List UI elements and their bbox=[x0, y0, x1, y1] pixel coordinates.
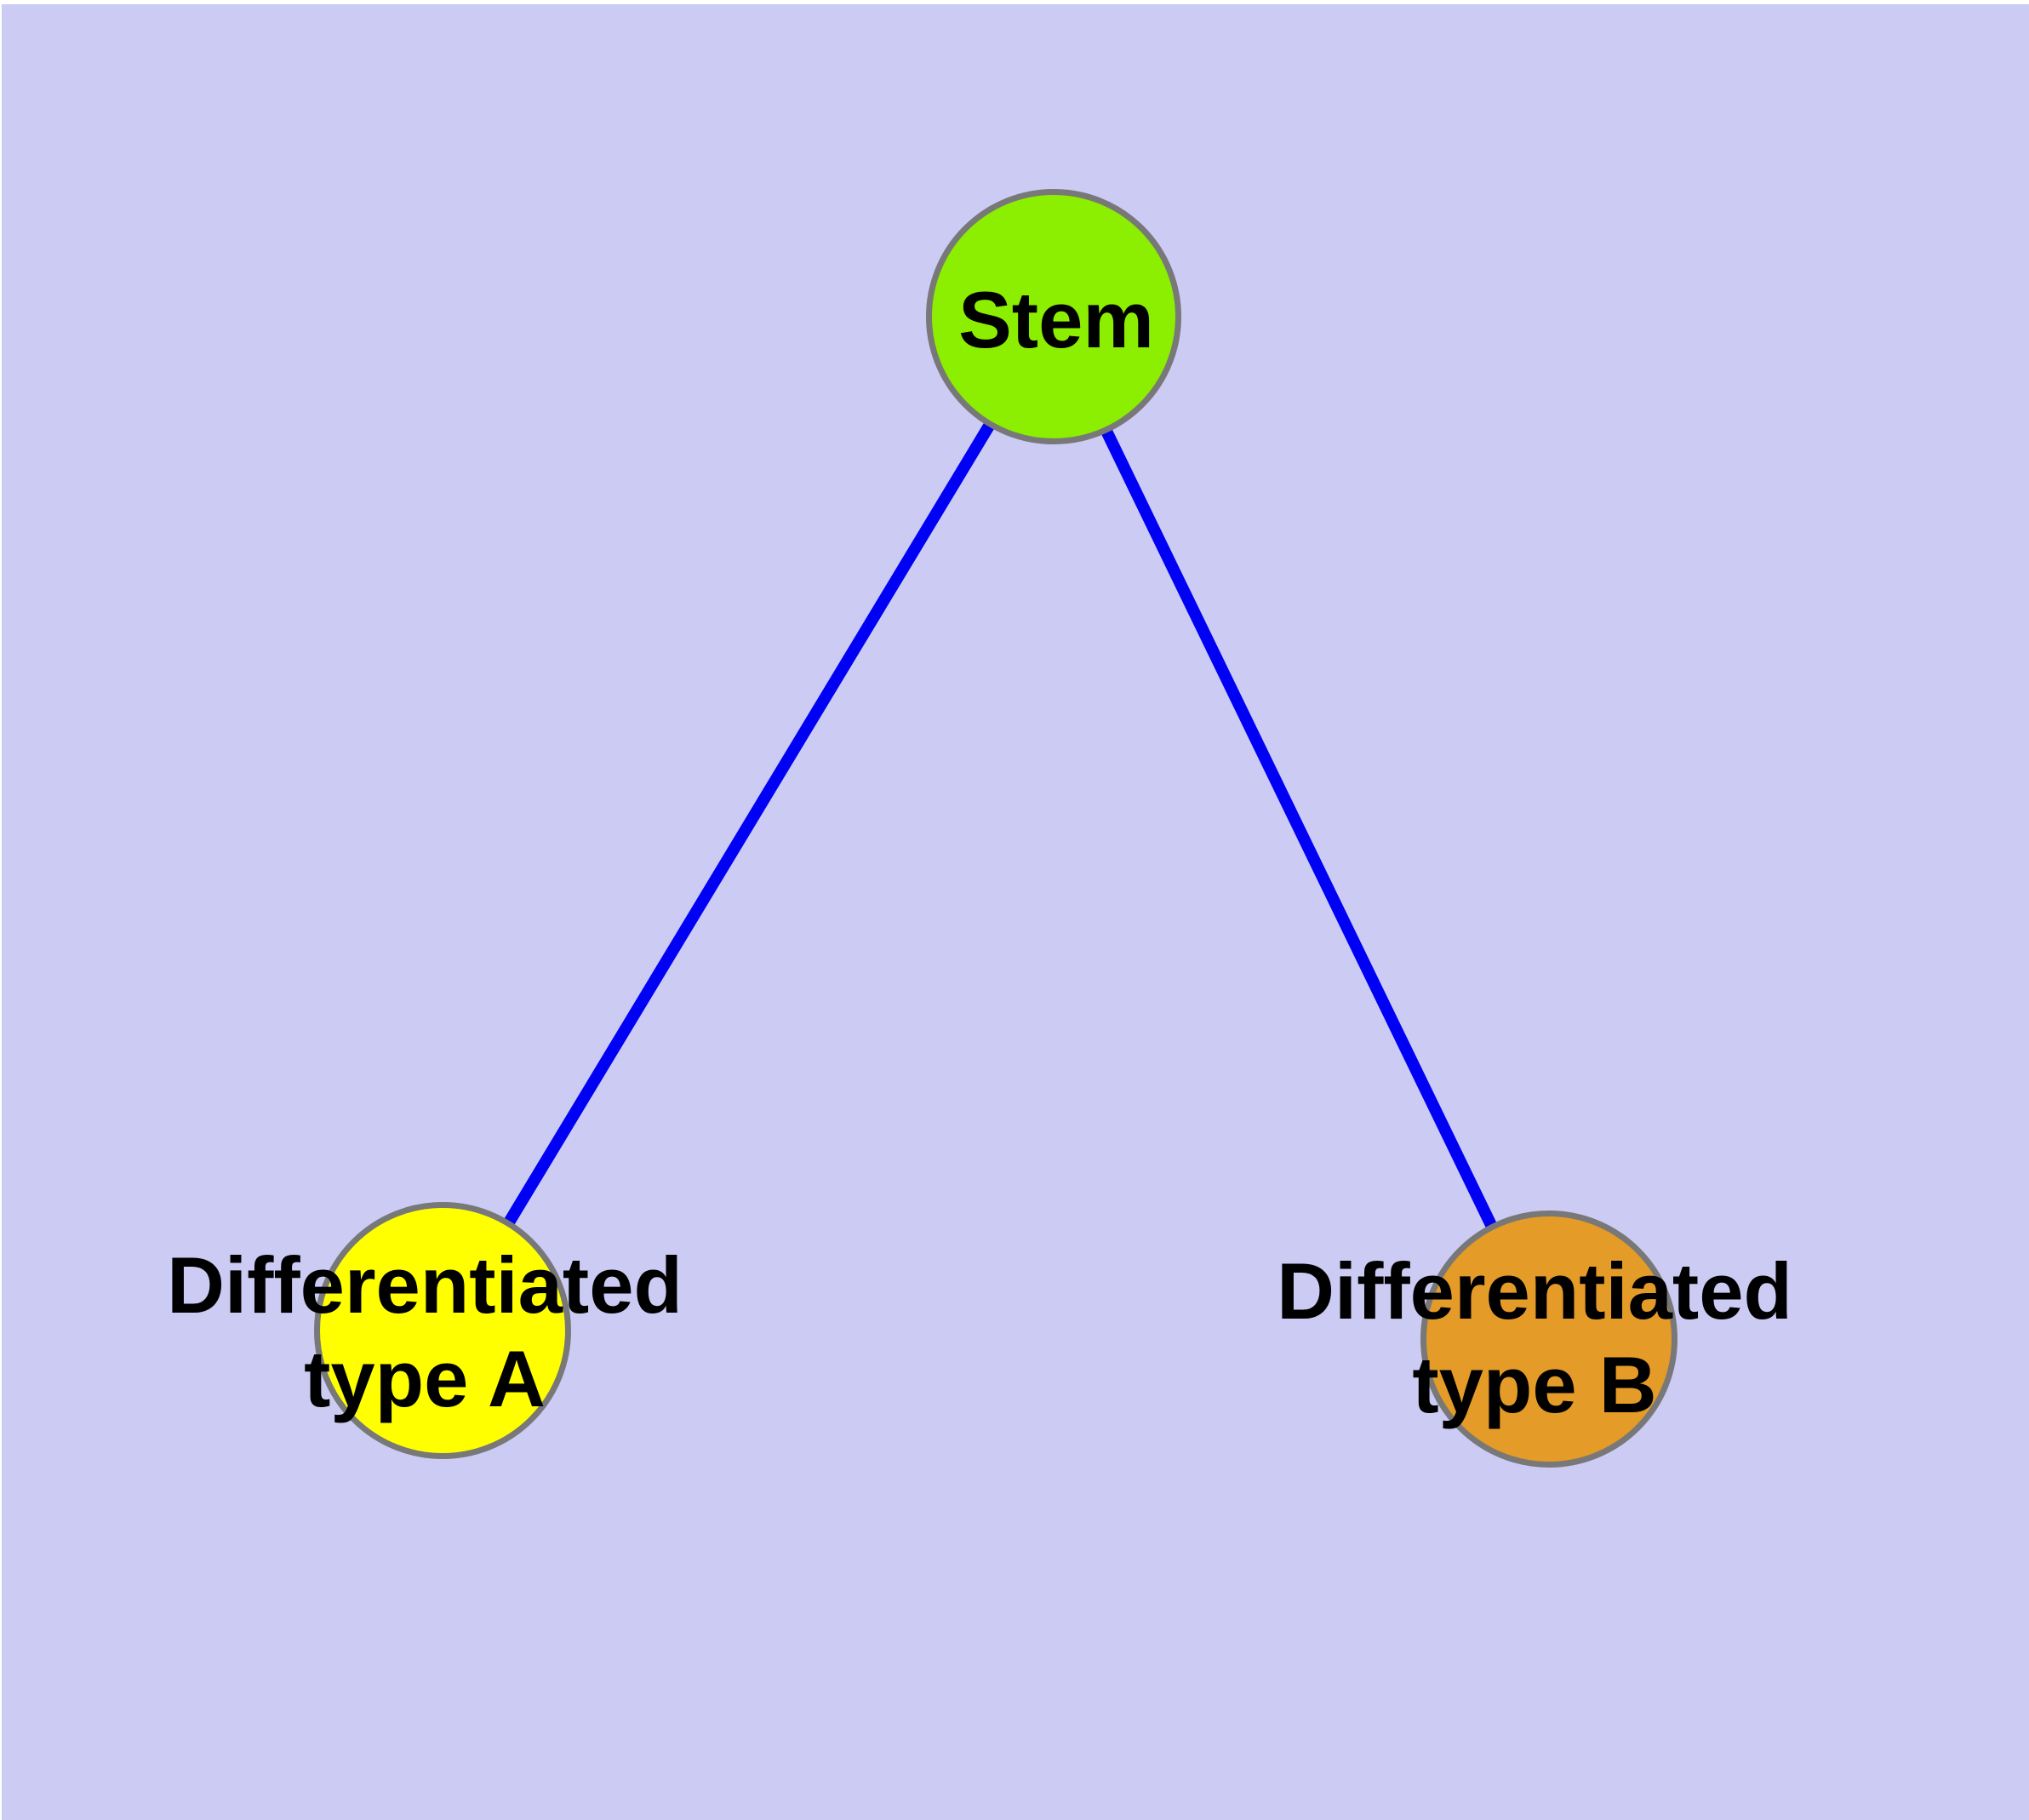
node-type-a-label: Differentiated type A bbox=[167, 1240, 683, 1423]
node-type-b-circle bbox=[1420, 1210, 1677, 1468]
edge-stem-to-type-b bbox=[1047, 318, 1552, 1343]
diagram-plot-area: Stem Differentiated type A Differentiate… bbox=[2, 4, 2029, 1820]
edge-stem-to-type-a bbox=[437, 317, 1058, 1335]
node-stem-label: Stem bbox=[958, 275, 1154, 364]
node-type-a-circle bbox=[314, 1202, 571, 1459]
node-stem-circle bbox=[926, 189, 1181, 444]
edges-layer bbox=[437, 317, 1552, 1343]
node-type-b-label: Differentiated type B bbox=[1277, 1246, 1792, 1429]
